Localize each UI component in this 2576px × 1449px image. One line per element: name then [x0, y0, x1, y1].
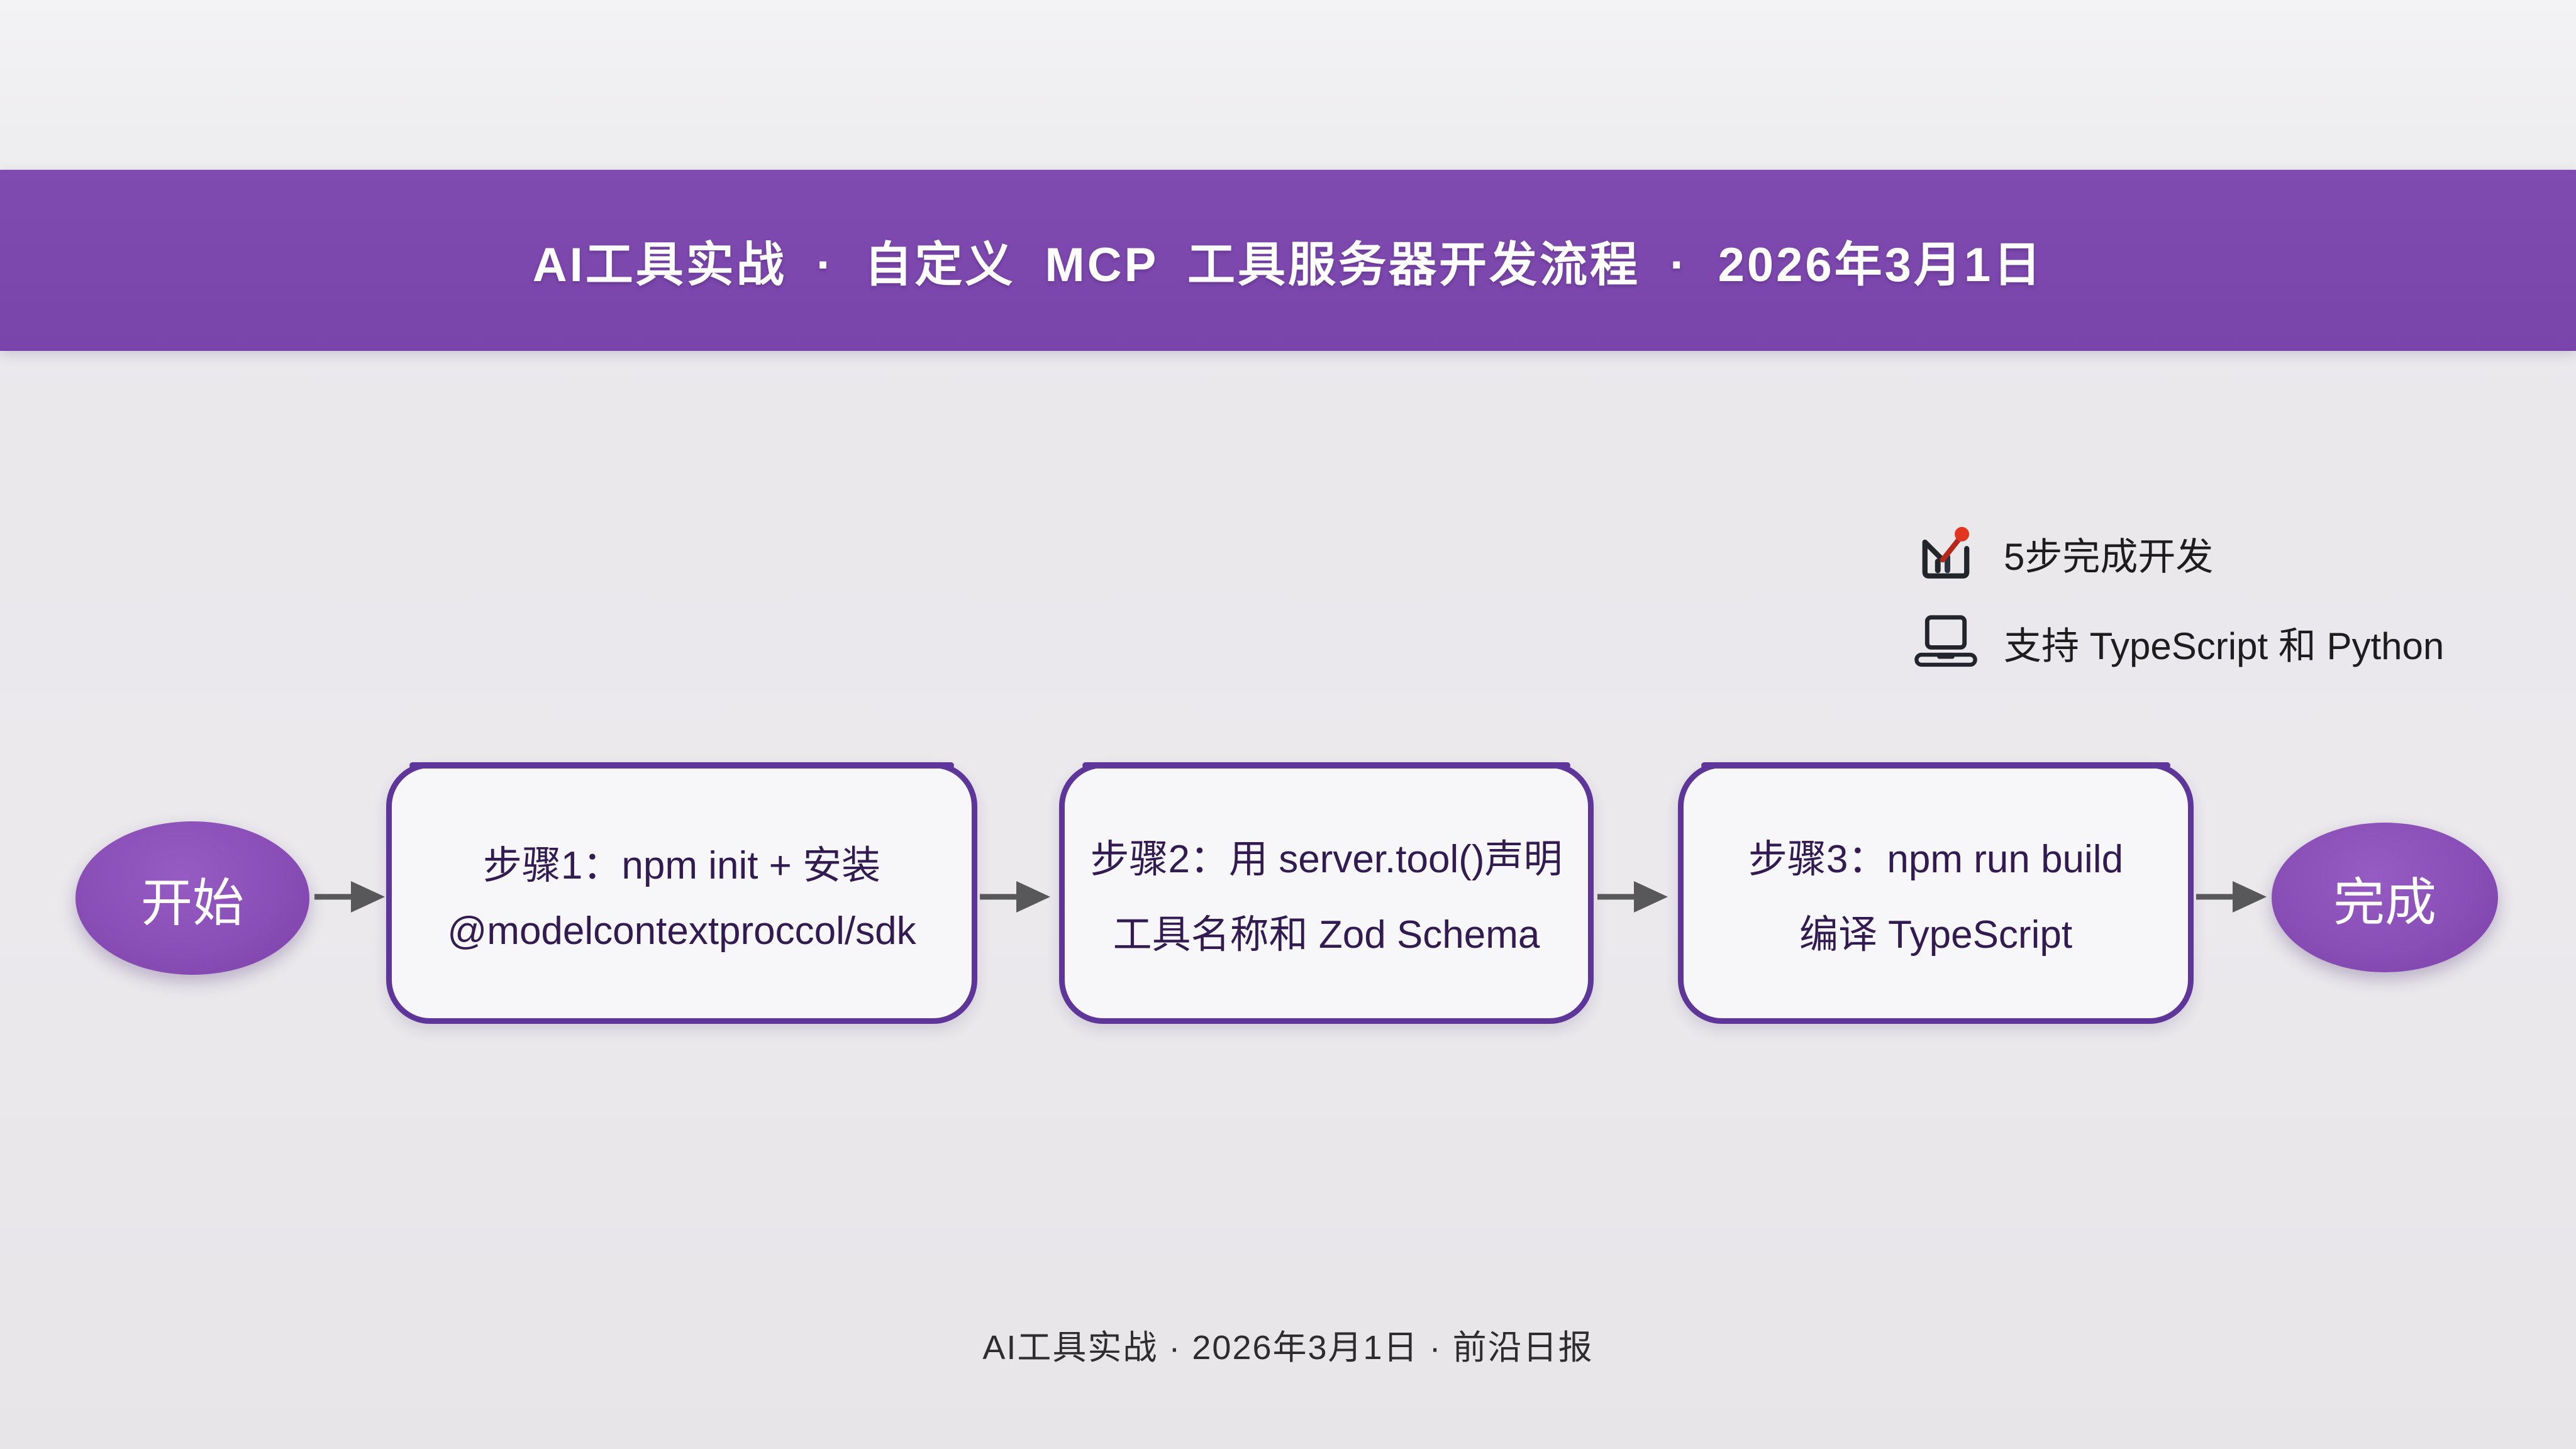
header-banner: AI工具实战 · 自定义 MCP 工具服务器开发流程 · 2026年3月1日 [0, 170, 2576, 351]
flow-start-node: 开始 [75, 821, 309, 975]
step-2-line-2: 工具名称和 Zod Schema [1113, 913, 1540, 957]
arrow-connector-2 [980, 881, 1050, 913]
note-text-steps: 5步完成开发 [2004, 535, 2214, 578]
note-text-languages: 支持 TypeScript 和 Python [2004, 625, 2445, 667]
feature-notes: 5步完成开发 支持 TypeScript 和 Python [1909, 523, 2444, 673]
arrow-connector-1 [314, 881, 385, 913]
arrow-connector-4 [2196, 881, 2267, 913]
footer-caption: AI工具实战 · 2026年3月1日 · 前沿日报 [982, 1329, 1594, 1367]
laptop-icon [1909, 614, 1982, 672]
step-2-line-1: 步骤2：用 server.tool()声明 [1090, 838, 1563, 881]
step-3-line-2: 编译 TypeScript [1799, 913, 2073, 957]
note-row-languages: 支持 TypeScript 和 Python [1909, 613, 2444, 673]
trend-chart-icon [1909, 525, 1982, 582]
step-1-line-2: @modelcontextproccol/sdk [447, 909, 916, 953]
step-box-2: 步骤2：用 server.tool()声明 工具名称和 Zod Schema [1059, 762, 1594, 1024]
step-box-1: 步骤1：npm init + 安装 @modelcontextproccol/s… [386, 762, 977, 1024]
flow-end-node: 完成 [2272, 823, 2498, 972]
step-1-line-1: 步骤1：npm init + 安装 [482, 843, 881, 887]
step-3-line-1: 步骤3：npm run build [1748, 838, 2124, 881]
note-row-steps: 5步完成开发 [1909, 523, 2444, 584]
step-box-3: 步骤3：npm run build 编译 TypeScript [1678, 762, 2194, 1024]
page-title: AI工具实战 · 自定义 MCP 工具服务器开发流程 · 2026年3月1日 [532, 238, 2044, 292]
flow-start-label: 开始 [140, 874, 244, 932]
flow-end-label: 完成 [2333, 874, 2436, 931]
arrow-connector-3 [1597, 881, 1668, 913]
